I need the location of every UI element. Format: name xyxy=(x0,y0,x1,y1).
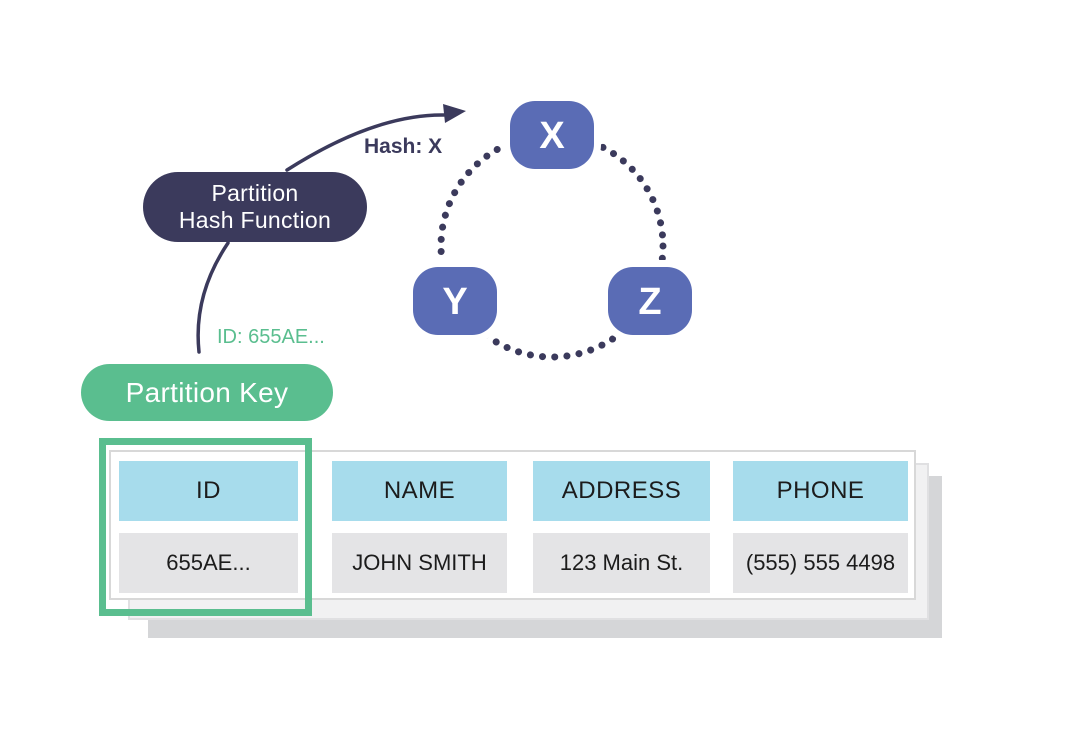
partition-key-highlight-box xyxy=(99,438,312,616)
key-to-hash-curve xyxy=(196,241,230,354)
hash-function-label-line1: Partition xyxy=(211,180,299,206)
partition-key-label: Partition Key xyxy=(125,376,289,408)
node-y-label: Y xyxy=(442,281,467,323)
name-column-header: NAME xyxy=(332,461,507,521)
address-column-header: ADDRESS xyxy=(533,461,710,521)
name-column-value: JOHN SMITH xyxy=(332,533,507,593)
node-x-label: X xyxy=(539,115,565,157)
hash-to-ring-arrow xyxy=(285,113,446,172)
address-column-value: 123 Main St. xyxy=(533,533,710,593)
node-x xyxy=(510,101,594,169)
id-column-header: ID xyxy=(119,461,298,521)
node-y xyxy=(413,267,497,335)
phone-column-value: (555) 555 4498 xyxy=(733,533,908,593)
hash-function-label-line2: Hash Function xyxy=(178,207,332,233)
hash-result-label: Hash: X xyxy=(364,135,443,158)
id-value-label: ID: 655AE... xyxy=(217,326,325,348)
partition-hash-function-box: Partition Hash Function xyxy=(143,172,367,242)
hash-ring-dotted-circle xyxy=(437,131,667,361)
node-z-label: Z xyxy=(638,281,661,323)
arrowhead-icon xyxy=(443,104,466,123)
id-column-value: 655AE... xyxy=(119,533,298,593)
partition-key-box: Partition Key xyxy=(81,364,333,421)
node-z xyxy=(608,267,692,335)
phone-column-header: PHONE xyxy=(733,461,908,521)
